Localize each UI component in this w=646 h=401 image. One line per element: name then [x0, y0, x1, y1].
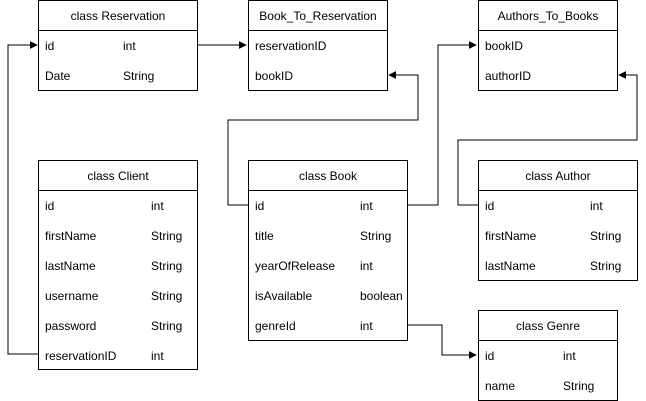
field-row: id int [249, 191, 407, 221]
field-row: id int [479, 191, 637, 221]
field-row: lastName String [479, 251, 637, 281]
class-book-to-reservation[interactable]: Book_To_Reservation reservationID bookID [248, 0, 388, 91]
field-name: bookID [485, 39, 524, 53]
class-title: class Reservation [39, 1, 197, 31]
field-name: isAvailable [255, 289, 313, 303]
field-row: id int [39, 31, 197, 61]
field-name: password [45, 319, 97, 333]
edge-book-to-authors-to-books [408, 41, 477, 206]
field-name: yearOfRelease [255, 259, 336, 273]
field-type: String [590, 229, 622, 243]
field-name: genreId [255, 319, 296, 333]
field-type: String [123, 69, 155, 83]
class-title: class Client [39, 161, 197, 191]
class-author[interactable]: class Author id int firstName String las… [478, 160, 638, 281]
field-row: password String [39, 311, 197, 341]
class-title: Book_To_Reservation [249, 1, 387, 31]
edge-book-to-genre [408, 324, 477, 359]
field-type: int [360, 199, 373, 213]
field-row: genreId int [249, 311, 407, 341]
field-name: lastName [45, 259, 96, 273]
class-title: class Book [249, 161, 407, 191]
class-book[interactable]: class Book id int title String yearOfRel… [248, 160, 408, 341]
field-row: bookID [249, 61, 387, 91]
field-row: yearOfRelease int [249, 251, 407, 281]
field-name: id [485, 199, 495, 213]
edge-book-to-book-to-reservation [227, 71, 419, 206]
field-type: String [151, 229, 183, 243]
field-name: id [45, 199, 55, 213]
field-type: int [123, 39, 136, 53]
class-client[interactable]: class Client id int firstName String las… [38, 160, 198, 370]
class-title: class Author [479, 161, 637, 191]
field-type: int [151, 199, 164, 213]
field-row: bookID [479, 31, 617, 61]
field-row: id int [39, 191, 197, 221]
field-name: Date [45, 69, 71, 83]
field-name: id [485, 349, 495, 363]
field-name: lastName [485, 259, 536, 273]
field-type: boolean [360, 289, 403, 303]
field-row: reservationID [249, 31, 387, 61]
field-type: String [360, 229, 392, 243]
field-name: username [45, 289, 99, 303]
field-name: id [45, 39, 55, 53]
field-row: Date String [39, 61, 197, 91]
field-row: firstName String [479, 221, 637, 251]
edge-client-to-reservation [7, 41, 38, 355]
field-name: firstName [45, 229, 97, 243]
field-row: lastName String [39, 251, 197, 281]
field-type: String [151, 259, 183, 273]
field-name: id [255, 199, 265, 213]
class-genre[interactable]: class Genre id int name String [478, 310, 618, 401]
field-name: reservationID [255, 39, 327, 53]
field-row: title String [249, 221, 407, 251]
field-row: username String [39, 281, 197, 311]
field-type: int [360, 319, 373, 333]
field-name: name [485, 379, 516, 393]
field-name: authorID [485, 69, 532, 83]
field-row: reservationID int [39, 341, 197, 371]
field-type: int [590, 199, 603, 213]
field-row: id int [479, 341, 617, 371]
field-row: authorID [479, 61, 617, 91]
field-name: title [255, 229, 274, 243]
field-type: int [360, 259, 373, 273]
field-type: int [563, 349, 576, 363]
field-type: String [151, 319, 183, 333]
field-type: String [590, 259, 622, 273]
field-name: firstName [485, 229, 537, 243]
edge-author-to-authors-to-books [457, 71, 638, 206]
field-row: isAvailable boolean [249, 281, 407, 311]
class-reservation[interactable]: class Reservation id int Date String [38, 0, 198, 91]
field-type: int [151, 349, 164, 363]
field-name: reservationID [45, 349, 117, 363]
field-type: String [151, 289, 183, 303]
class-title: Authors_To_Books [479, 1, 617, 31]
field-row: firstName String [39, 221, 197, 251]
field-type: String [563, 379, 595, 393]
class-title: class Genre [479, 311, 617, 341]
field-name: bookID [255, 69, 294, 83]
class-authors-to-books[interactable]: Authors_To_Books bookID authorID [478, 0, 618, 91]
field-row: name String [479, 371, 617, 401]
